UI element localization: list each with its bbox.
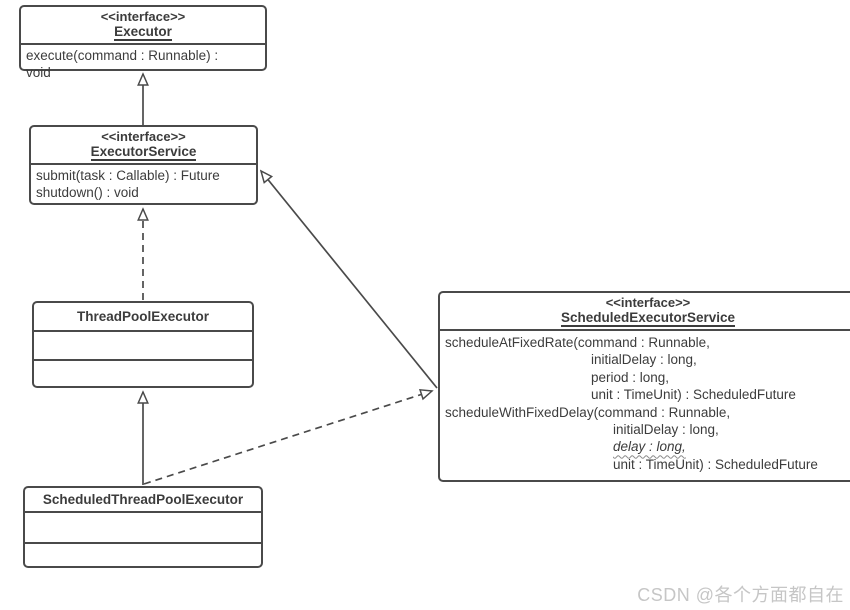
stereotype-label: <<interface>>	[605, 295, 691, 310]
method-line: initialDelay : long,	[591, 352, 697, 368]
realization-arrow-scheduledthreadpoolexecutor-to-scheduledexecutorservice	[143, 391, 432, 485]
method-line-spellcheck-squiggle: delay : long,	[613, 439, 686, 455]
methods-compartment-empty	[34, 361, 252, 386]
method-line: unit : TimeUnit) : ScheduledFuture	[613, 456, 818, 472]
methods-compartment: submit(task : Callable) : Future shutdow…	[31, 165, 256, 203]
method-line: unit : TimeUnit) : ScheduledFuture	[591, 387, 796, 403]
method-line: shutdown() : void	[36, 184, 139, 200]
class-header: <<interface>> Executor	[21, 7, 265, 45]
generalization-arrow-scheduledexecutorservice-to-executorservice	[261, 171, 438, 389]
csdn-watermark: CSDN @各个方面都自在	[637, 585, 844, 605]
class-name-scheduledthreadpoolexecutor: ScheduledThreadPoolExecutor	[25, 488, 261, 513]
method-line: scheduleWithFixedDelay(command : Runnabl…	[445, 404, 731, 420]
method-line: execute(command : Runnable) :	[26, 48, 219, 63]
class-box-executorservice: <<interface>> ExecutorService submit(tas…	[29, 125, 258, 205]
class-box-executor: <<interface>> Executor execute(command :…	[19, 5, 267, 80]
stereotype-label: <<interface>>	[101, 129, 186, 144]
method-line: period : long,	[591, 369, 670, 385]
methods-compartment: execute(command : Runnable) : void	[21, 45, 265, 83]
methods-compartment-empty	[25, 544, 261, 566]
class-name-executor: Executor	[114, 24, 172, 41]
class-box-scheduledexecutorservice: <<interface>> ScheduledExecutorService s…	[438, 291, 850, 482]
class-name-threadpoolexecutor: ThreadPoolExecutor	[34, 303, 252, 332]
attributes-compartment-empty	[34, 332, 252, 361]
method-line: initialDelay : long,	[613, 422, 719, 438]
class-name-scheduledexecutorservice: ScheduledExecutorService	[560, 310, 736, 327]
method-line: void	[26, 64, 51, 80]
attributes-compartment-empty	[25, 513, 261, 544]
class-box-threadpoolexecutor: ThreadPoolExecutor	[32, 301, 254, 388]
methods-compartment: scheduleAtFixedRate(command : Runnable, …	[440, 331, 850, 475]
stereotype-label: <<interface>>	[100, 9, 186, 24]
class-header: <<interface>> ScheduledExecutorService	[440, 293, 850, 331]
class-header: <<interface>> ExecutorService	[31, 127, 256, 165]
method-line: scheduleAtFixedRate(command : Runnable,	[445, 335, 710, 350]
method-line: submit(task : Callable) : Future	[36, 168, 220, 183]
class-box-scheduledthreadpoolexecutor: ScheduledThreadPoolExecutor	[23, 486, 263, 568]
class-name-executorservice: ExecutorService	[90, 144, 197, 161]
